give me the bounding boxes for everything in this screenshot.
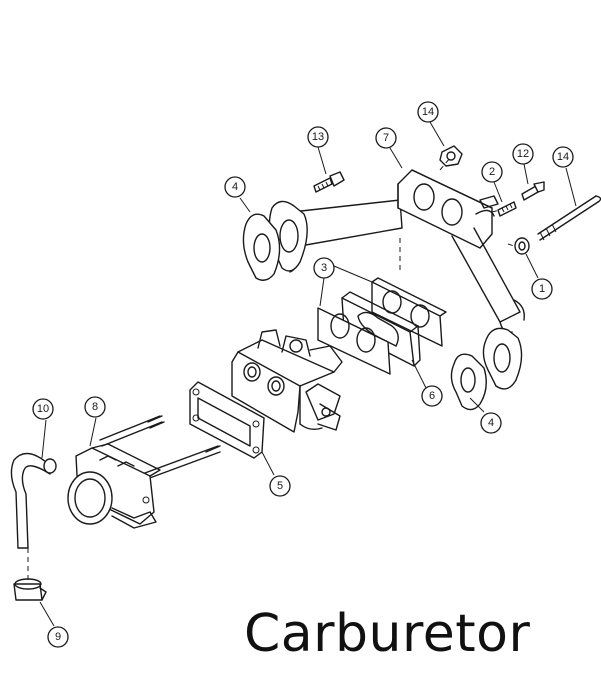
flange-gasket-left (242, 213, 281, 281)
svg-text:14: 14 (422, 106, 434, 118)
callout-14: 14 (552, 146, 574, 168)
svg-text:4: 4 (488, 417, 494, 429)
diagram-caption: Carburetor (244, 604, 531, 664)
svg-text:9: 9 (55, 631, 61, 643)
rod-14 (537, 195, 601, 241)
svg-text:4: 4 (232, 181, 238, 193)
svg-text:5: 5 (277, 480, 283, 492)
callout-5: 5 (269, 475, 291, 497)
washer-1 (514, 237, 530, 255)
callout-8: 8 (84, 396, 106, 418)
bolt-11 (313, 171, 345, 193)
breather-hose (10, 452, 57, 549)
carburetor-gasket-front (317, 307, 391, 375)
svg-text:13: 13 (312, 131, 324, 143)
alignment-lines (27, 157, 515, 582)
svg-text:7: 7 (383, 132, 389, 144)
callout-1: 1 (531, 278, 553, 300)
svg-text:10: 10 (37, 403, 49, 415)
stud-2 (497, 201, 517, 217)
callout-13: 12 (512, 143, 534, 165)
svg-text:8: 8 (92, 401, 98, 413)
callout-2: 2 (481, 161, 503, 183)
nut-12 (439, 145, 463, 167)
callout-9: 9 (47, 626, 69, 648)
callout-3: 3 (313, 257, 335, 279)
callout-4b: 4 (480, 412, 502, 434)
svg-text:2: 2 (489, 166, 495, 178)
carburetor-body (231, 329, 343, 433)
callout-4a: 4 (224, 176, 246, 198)
svg-text:6: 6 (429, 390, 435, 402)
svg-text:1: 1 (539, 283, 545, 295)
callout-12: 14 (417, 101, 439, 123)
flange-gasket-right (450, 353, 487, 411)
callout-6: 6 (421, 385, 443, 407)
callout-7: 7 (375, 127, 397, 149)
carburetor-gasket-3 (371, 277, 447, 347)
svg-text:3: 3 (321, 262, 327, 274)
callout-10: 10 (32, 398, 54, 420)
hose-clamp (13, 578, 47, 601)
air-cleaner-adapter (67, 415, 221, 529)
leader-lines (39, 121, 577, 627)
svg-text:12: 12 (517, 148, 529, 160)
callout-11: 13 (307, 126, 329, 148)
screw-13 (521, 181, 545, 201)
svg-text:14: 14 (557, 151, 569, 163)
